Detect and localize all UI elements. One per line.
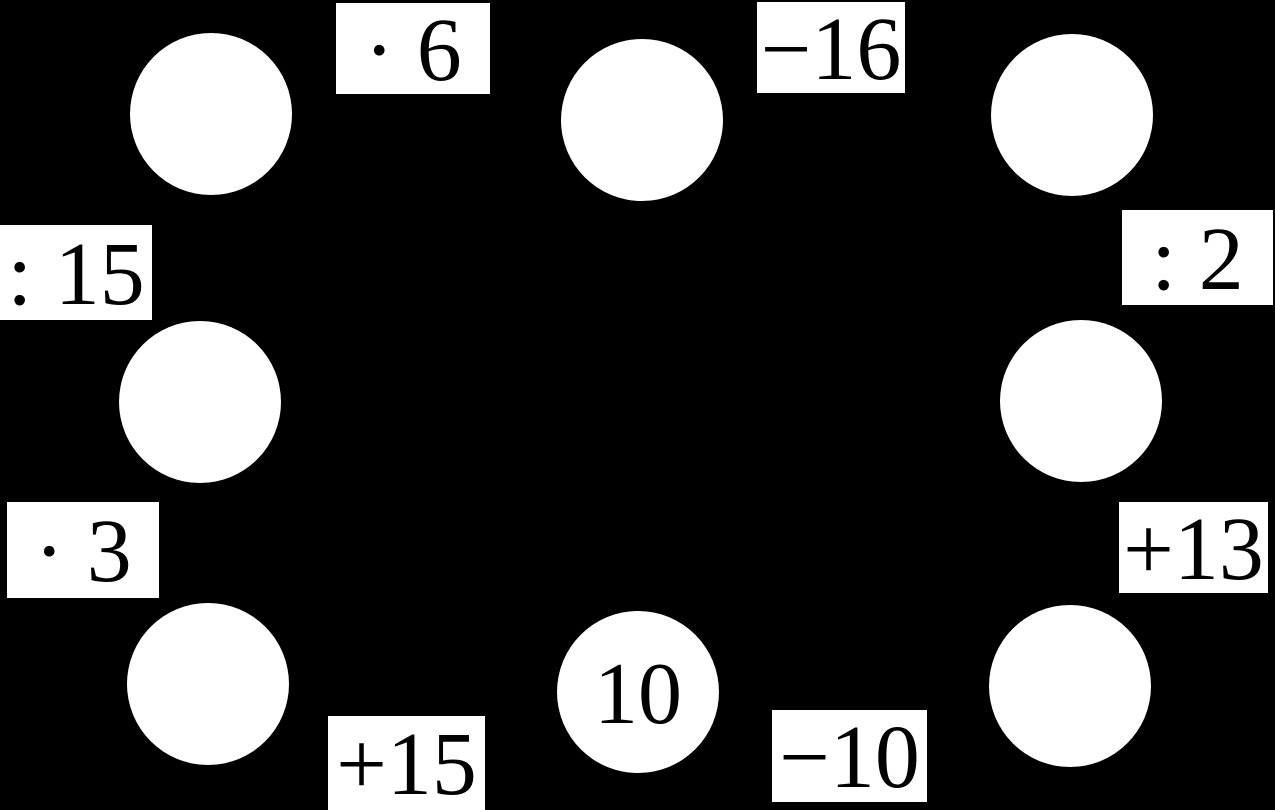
operation-multiply-6: · 6 [336,3,490,95]
answer-circle-bottom-left[interactable] [127,603,289,765]
answer-circle-bottom-right[interactable] [989,605,1151,767]
start-value: 10 [594,646,682,743]
answer-circle-right-middle[interactable] [1000,320,1162,482]
operation-multiply-3: · 3 [7,502,159,598]
start-circle-bottom-middle: 10 [557,611,719,773]
answer-circle-left-middle[interactable] [119,321,281,483]
operation-divide-15: : 15 [0,225,152,320]
answer-circle-top-right[interactable] [991,34,1153,196]
operation-minus-16: −16 [757,2,905,94]
operation-divide-2: : 2 [1122,210,1273,305]
operation-plus-13: +13 [1119,502,1268,594]
operation-minus-10: −10 [772,710,927,803]
operation-plus-15: +15 [328,716,485,810]
answer-circle-top-left[interactable] [130,33,292,195]
answer-circle-top-middle[interactable] [561,39,723,201]
